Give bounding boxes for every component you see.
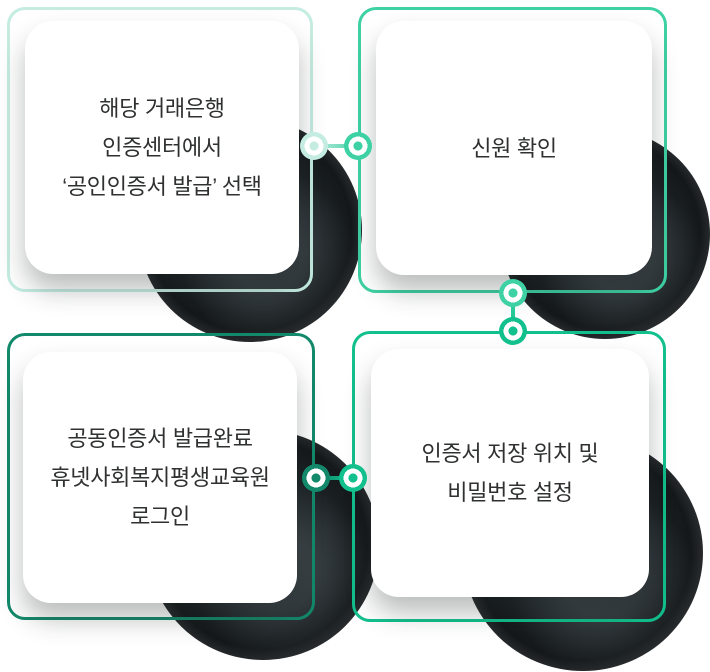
step-3-text-line-2: 휴넷사회복지평생교육원 xyxy=(50,465,270,490)
connector-line-step2-step4 xyxy=(511,292,515,332)
step-3-text-line-3: 로그인 xyxy=(130,504,190,529)
connector-line-step1-step2 xyxy=(312,144,360,148)
step-1-text-line-3: ‘공인인증서 발급’ 선택 xyxy=(62,174,262,199)
step-card-2-body: 신원 확인 xyxy=(376,21,652,275)
connector-dot-step3-right xyxy=(302,464,330,492)
step-card-1-body: 해당 거래은행 인증센터에서 ‘공인인증서 발급’ 선택 xyxy=(25,21,299,274)
step-card-3: 공동인증서 발급완료 휴넷사회복지평생교육원 로그인 xyxy=(7,333,315,620)
step-1-text-line-1: 해당 거래은행 xyxy=(99,96,225,121)
step-4-text-line-1: 인증서 저장 위치 및 xyxy=(421,441,599,466)
step-card-4-body: 인증서 저장 위치 및 비밀번호 설정 xyxy=(371,349,649,597)
step-1-text-line-2: 인증센터에서 xyxy=(102,135,222,160)
connector-dot-step2-bottom xyxy=(499,279,527,307)
step-card-4: 인증서 저장 위치 및 비밀번호 설정 xyxy=(352,331,666,622)
connector-dot-step1-right xyxy=(300,132,328,160)
connector-dot-step2-left xyxy=(344,132,372,160)
step-card-2: 신원 확인 xyxy=(358,7,667,293)
connector-dot-step4-top xyxy=(499,317,527,345)
connector-line-step3-step4 xyxy=(314,476,355,480)
step-2-text-line-1: 신원 확인 xyxy=(471,135,557,161)
step-card-1: 해당 거래은행 인증센터에서 ‘공인인증서 발급’ 선택 xyxy=(7,7,313,292)
connector-dot-step4-left xyxy=(339,464,367,492)
step-4-text-line-2: 비밀번호 설정 xyxy=(447,480,573,505)
step-card-3-body: 공동인증서 발급완료 휴넷사회복지평생교육원 로그인 xyxy=(23,352,297,603)
step-3-text-line-1: 공동인증서 발급완료 xyxy=(67,426,253,451)
